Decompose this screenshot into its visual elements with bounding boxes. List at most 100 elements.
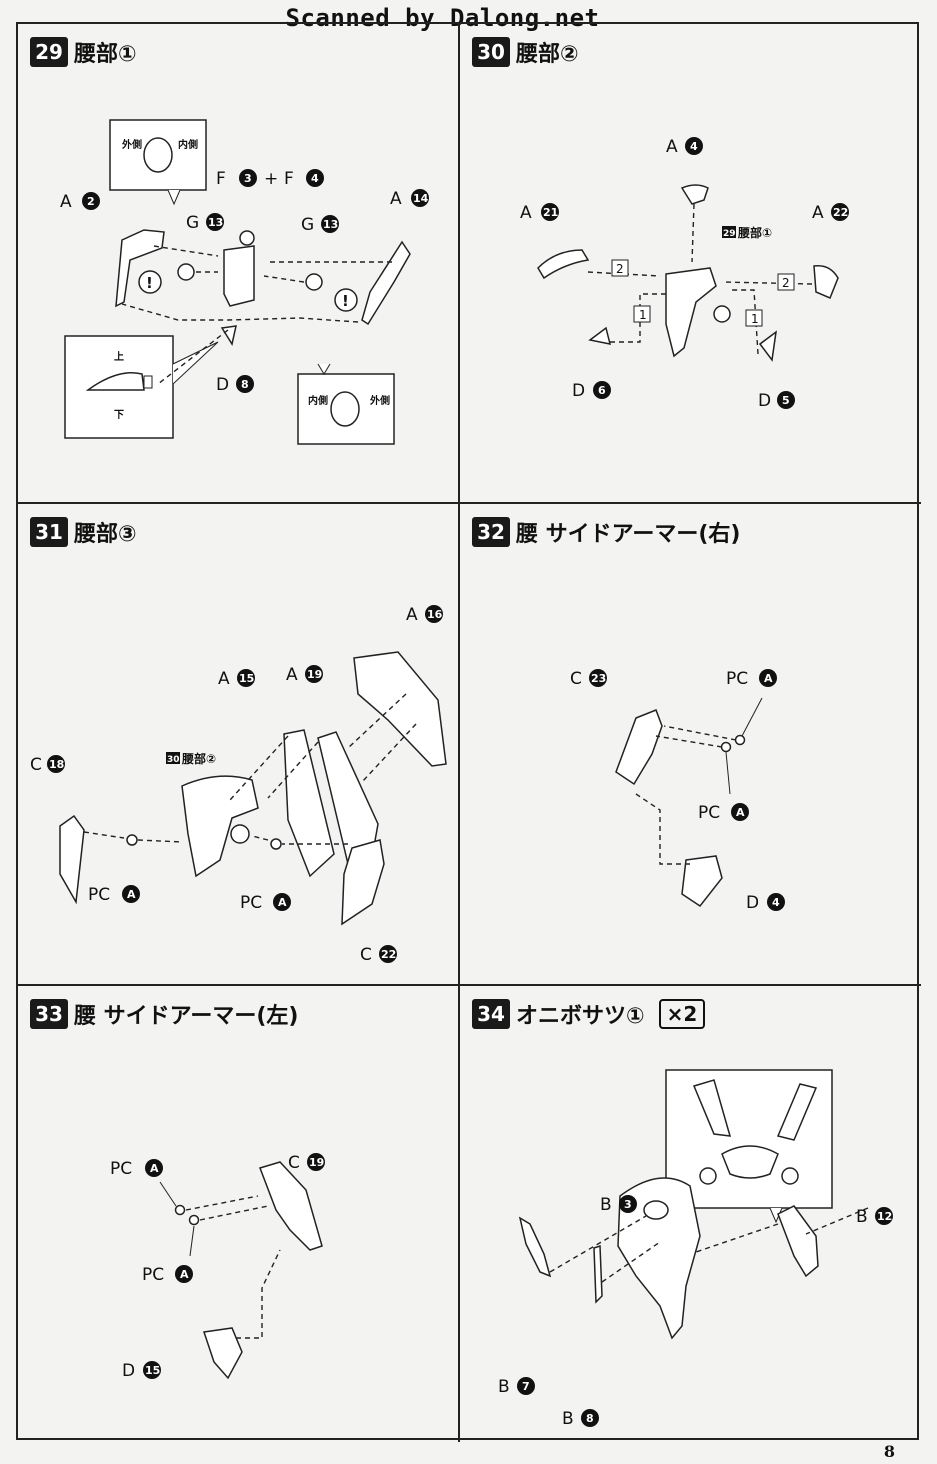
part-label-a14: A 14 [390, 189, 429, 209]
svg-text:A: A [736, 806, 745, 819]
part-g13a-shape [177, 263, 195, 281]
part-c19-shape [259, 1161, 323, 1251]
svg-text:29: 29 [723, 229, 736, 239]
step-number: 34 [472, 999, 510, 1029]
svg-text:16: 16 [427, 608, 443, 621]
svg-text:PC: PC [698, 803, 720, 823]
part-label-b12: B 12 [856, 1207, 893, 1227]
part-label-d8: D 8 [216, 375, 254, 395]
part-label-pca-bottom: PC A [698, 803, 749, 823]
inset-label-up: 上 [114, 350, 124, 363]
step-33-diagram: PC A C 19 PC A D 15 [110, 1153, 325, 1381]
step-30-diagram: 2 2 1 1 29 腰部① A 4 A 21 A [520, 137, 849, 411]
part-label-a21: A 21 [520, 203, 559, 223]
svg-text:2: 2 [87, 195, 95, 208]
svg-text:1: 1 [751, 312, 759, 326]
svg-text:4: 4 [690, 140, 698, 153]
inset-label-outer: 外側 [121, 138, 142, 151]
step-number: 32 [472, 517, 510, 547]
orientation-inset-bottom: 内側 外側 [297, 363, 395, 445]
svg-text:A: A [278, 896, 287, 909]
detail-inset [665, 1069, 833, 1224]
svg-text:D: D [572, 381, 585, 401]
svg-text:19: 19 [309, 1156, 324, 1169]
part-a21-shape [537, 249, 590, 280]
part-d15-shape [203, 1327, 243, 1380]
assembly-ref-29: 29 腰部① [722, 225, 772, 240]
part-c18-shape [59, 814, 85, 905]
quantity-badge: ×2 [658, 999, 706, 1029]
svg-text:腰部①: 腰部① [737, 225, 772, 240]
step-34-panel: 34 オニボサツ① ×2 [460, 986, 921, 1442]
orientation-inset-top: 外側 内側 [109, 119, 207, 206]
svg-text:A: A [286, 665, 298, 685]
svg-text:G: G [301, 215, 314, 235]
svg-text:A: A [406, 605, 418, 625]
part-b3-shape [617, 1177, 701, 1340]
step-31-diagram: 30 腰部② A 16 A 15 A 19 C 18 PC A [30, 605, 447, 965]
step-title: 腰 サイドアーマー(左) [74, 1004, 299, 1029]
polycap-a-shape [734, 734, 746, 746]
step-32-diagram: C 23 PC A PC A D 4 [570, 669, 785, 913]
step-title: 腰部① [74, 42, 137, 67]
svg-text:23: 23 [591, 672, 606, 685]
inset-label-outer: 外側 [369, 394, 390, 407]
svg-text:腰部②: 腰部② [181, 751, 216, 766]
step-31-header: 31 腰部③ [30, 516, 137, 548]
part-label-a22: A 22 [812, 203, 849, 223]
svg-text:PC: PC [726, 669, 748, 689]
step-number: 31 [30, 517, 68, 547]
step-29-header: 29 腰部① [30, 36, 137, 68]
step-title: 腰 サイドアーマー(右) [516, 522, 741, 547]
svg-text:3: 3 [244, 172, 252, 185]
svg-text:A: A [390, 189, 402, 209]
part-b8-shape [593, 1244, 603, 1304]
svg-text:2: 2 [616, 262, 624, 276]
part-d6-shape [588, 326, 612, 345]
step-34-header: 34 オニボサツ① ×2 [472, 998, 706, 1030]
svg-text:6: 6 [598, 384, 606, 397]
part-d4-shape [681, 855, 723, 908]
svg-text:C: C [360, 945, 372, 965]
svg-text:19: 19 [307, 668, 322, 681]
step-title: 腰部③ [74, 522, 137, 547]
instruction-sheet: 29 腰部① 外側 内側 内側 外側 [16, 22, 921, 1442]
svg-text:13: 13 [323, 218, 338, 231]
part-label-a16: A 16 [406, 605, 443, 625]
part-b7-shape [518, 1216, 552, 1278]
svg-text:C: C [30, 755, 42, 775]
polycap-a-shape [720, 741, 732, 753]
part-label-pca-bottom: PC A [142, 1265, 193, 1285]
svg-text:15: 15 [145, 1364, 160, 1377]
assembly-29-shape [665, 267, 717, 358]
part-label-a19: A 19 [286, 665, 323, 685]
part-label-c23: C 23 [570, 669, 607, 689]
svg-text:F: F [284, 169, 294, 189]
svg-text:D: D [758, 391, 771, 411]
caution-icon: ! [342, 292, 349, 310]
polycap-a-shape [270, 838, 282, 850]
svg-text:8: 8 [586, 1412, 594, 1425]
step-title: オニボサツ① [516, 1004, 645, 1029]
svg-text:4: 4 [311, 172, 319, 185]
svg-text:A: A [218, 669, 230, 689]
svg-text:3: 3 [624, 1198, 632, 1211]
svg-text:PC: PC [142, 1265, 164, 1285]
part-d8-shape [220, 325, 237, 346]
svg-text:12: 12 [877, 1210, 892, 1223]
caution-icon: ! [146, 274, 153, 292]
part-label-a15: A 15 [218, 669, 255, 689]
svg-text:PC: PC [88, 885, 110, 905]
order-markers: 2 2 1 1 [611, 259, 795, 327]
part-a14-shape [361, 240, 411, 326]
part-label-b3: B 3 [600, 1195, 637, 1215]
svg-text:4: 4 [772, 896, 780, 909]
part-c23-shape [615, 709, 663, 786]
part-c22-shape [341, 839, 385, 926]
svg-text:G: G [186, 213, 199, 233]
step-33-panel: 33 腰 サイドアーマー(左) PC A C 19 [18, 986, 460, 1442]
svg-text:F: F [216, 169, 226, 189]
part-a22-shape [813, 265, 839, 299]
svg-text:B: B [498, 1377, 510, 1397]
assembly-ref-30: 30 腰部② [166, 751, 216, 766]
